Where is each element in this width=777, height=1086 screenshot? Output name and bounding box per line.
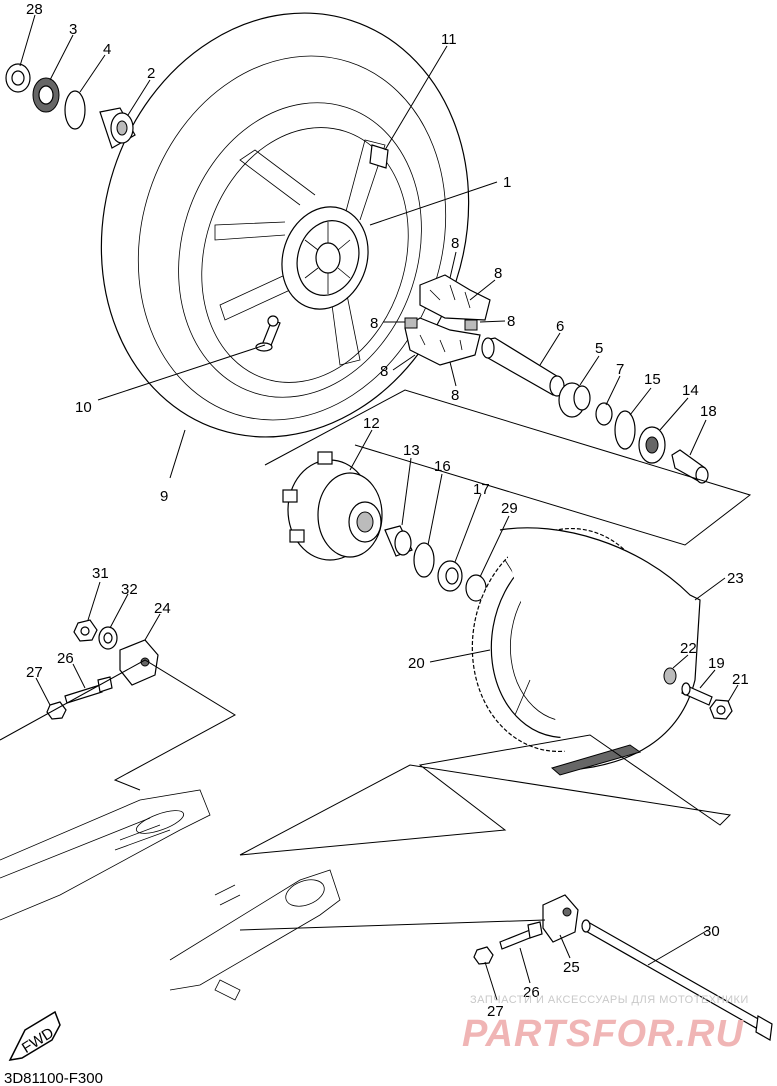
callout-10: 10 [75, 399, 92, 416]
callout-15: 15 [644, 371, 661, 388]
callout-19: 19 [708, 655, 725, 672]
diagram-reference-code: 3D81100-F300 [4, 1070, 103, 1086]
bolt-26-left [64, 676, 113, 704]
assembly-outline-lower [239, 734, 732, 856]
damper-set [404, 274, 491, 366]
rear-wheel-rim [178, 102, 422, 398]
circlip-15 [614, 410, 636, 450]
collar-29 [465, 574, 487, 602]
callout-8-f: 8 [451, 387, 459, 404]
callout-12: 12 [363, 415, 380, 432]
circlip-4 [64, 90, 86, 130]
swingarm [0, 789, 341, 1001]
callout-7: 7 [616, 361, 624, 378]
callout-11: 11 [441, 31, 457, 48]
callout-4: 4 [103, 41, 111, 58]
callout-8-e: 8 [380, 363, 388, 380]
bolt-26-right [499, 921, 543, 950]
callout-18: 18 [700, 403, 717, 420]
assembly-outline-upper [264, 389, 752, 546]
rear-tire [100, 12, 470, 438]
callout-1: 1 [503, 174, 511, 191]
axle-line [239, 919, 546, 931]
callout-21: 21 [732, 671, 749, 688]
callout-32: 32 [121, 581, 138, 598]
bearing-14 [638, 426, 666, 464]
watermark-tagline: ЗАПЧАСТИ И АКСЕССУАРЫ ДЛЯ МОТОТЕХНИКИ [470, 994, 749, 1006]
oil-seal-3 [32, 77, 60, 113]
oil-seal-17 [437, 560, 463, 592]
callout-30: 30 [703, 923, 720, 940]
bolt-19 [681, 682, 713, 706]
driven-hub-12 [282, 451, 383, 561]
bearing-13 [384, 525, 413, 557]
callout-8-b: 8 [494, 265, 502, 282]
drive-belt-23 [499, 527, 701, 776]
nut-27-right [473, 946, 494, 965]
wheel-hub [281, 206, 369, 310]
callout-24: 24 [154, 600, 171, 617]
collar-28 [5, 63, 31, 93]
weight-clip [369, 144, 389, 169]
callout-2: 2 [147, 65, 155, 82]
callout-23: 23 [727, 570, 744, 587]
callout-17: 17 [473, 481, 490, 498]
callout-5: 5 [595, 340, 603, 357]
watermark: ЗАПЧАСТИ И АКСЕССУАРЫ ДЛЯ МОТОТЕХНИКИ PA… [462, 994, 749, 1055]
callout-20: 20 [408, 655, 425, 672]
callout-27-left: 27 [26, 664, 43, 681]
adjusting-block-25 [542, 894, 579, 943]
callout-27-right: 27 [487, 1003, 504, 1020]
washer-22 [663, 667, 677, 685]
leader-lines [19, 14, 739, 1001]
callout-26-right: 26 [523, 984, 540, 1001]
callout-8-c: 8 [370, 315, 378, 332]
callout-26-left: 26 [57, 650, 74, 667]
callout-numbers: 28 3 4 2 11 1 8 8 8 8 8 8 6 5 7 15 14 18… [26, 1, 749, 1020]
wheel-axle-30 [581, 919, 773, 1041]
nut-21 [709, 699, 733, 720]
callout-29: 29 [501, 500, 518, 517]
callout-28: 28 [26, 1, 43, 18]
bearing-5 [558, 382, 591, 418]
callout-31: 31 [92, 565, 109, 582]
callout-8-d: 8 [507, 313, 515, 330]
callout-6: 6 [556, 318, 564, 335]
callout-25: 25 [563, 959, 580, 976]
washer-32 [98, 626, 118, 650]
callout-3: 3 [69, 21, 77, 38]
callout-9: 9 [160, 488, 168, 505]
bearing-2 [99, 107, 136, 149]
callout-16: 16 [434, 458, 451, 475]
circlip-16 [413, 542, 435, 578]
callout-14: 14 [682, 382, 699, 399]
callout-22: 22 [680, 640, 697, 657]
adjusting-block-24 [119, 639, 159, 686]
fwd-arrow-icon: FWD [8, 1010, 61, 1061]
left-adjuster-outline [0, 659, 237, 791]
tire-valve [255, 315, 281, 352]
callout-13: 13 [403, 442, 420, 459]
spacer-7 [595, 402, 613, 426]
nut-31 [73, 619, 98, 642]
watermark-logo: PARTSFOR.RU [462, 1013, 744, 1055]
callout-8-a: 8 [451, 235, 459, 252]
